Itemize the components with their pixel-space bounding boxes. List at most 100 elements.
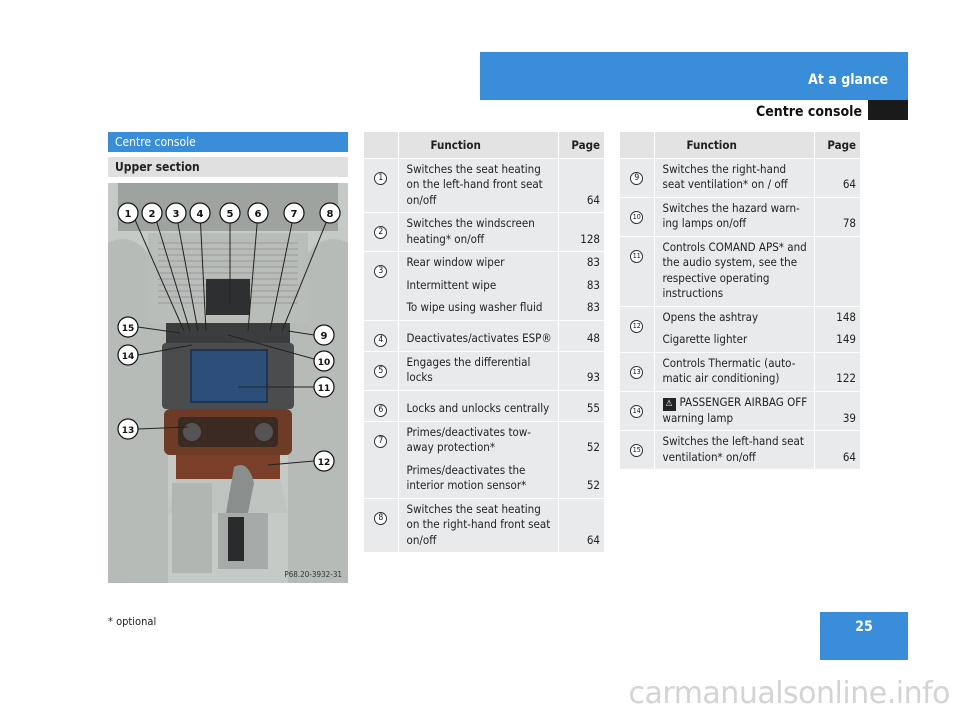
function-text: Switches the hazard warn-ing lamps on/of… <box>654 197 814 237</box>
page-ref: 52 <box>557 421 604 460</box>
row-number: 15 <box>620 430 655 470</box>
table-row: 5 Engages the differential locks 93 <box>364 351 604 391</box>
table-header-row: Function Page <box>620 132 860 159</box>
callout-label: 1 <box>125 209 132 220</box>
page-ref: 39 <box>813 391 860 431</box>
function-text: Opens the ashtray <box>654 306 814 329</box>
page-ref: 83 <box>557 297 604 321</box>
function-text: Switches the right-hand seat ventilation… <box>654 158 814 198</box>
page-number: 25 <box>820 612 908 660</box>
chapter-title: Centre console <box>755 104 862 120</box>
page-ref: 128 <box>557 212 604 252</box>
function-text: Switches the windscreen heating* on/off <box>398 212 558 252</box>
function-text: Switches the left-hand seat ventilation*… <box>654 430 814 470</box>
page-ref: 149 <box>813 329 860 353</box>
table-row: 13 Controls Thermatic (auto-matic air co… <box>620 352 860 392</box>
callout-label: 4 <box>197 209 204 220</box>
function-text: Rear window wiper <box>398 251 558 275</box>
table-row: 4 Deactivates/activates ESP® 48 <box>364 320 604 352</box>
function-text: Controls Thermatic (auto-matic air condi… <box>654 352 814 392</box>
table-row: 12 Opens the ashtray 148 <box>620 306 860 353</box>
function-text: PASSENGER AIRBAG OFF warning lamp <box>662 394 808 425</box>
function-text: To wipe using washer fluid <box>398 297 558 321</box>
page-ref: 83 <box>557 251 604 275</box>
table-row: Primes/deactivates the interior motion s… <box>364 459 604 499</box>
table-header-row: Function Page <box>364 132 604 159</box>
header-function: Function <box>654 132 814 159</box>
page-ref: 93 <box>557 351 604 391</box>
table-row: 11 Controls COMAND APS* and the audio sy… <box>620 236 860 307</box>
page-ref <box>813 236 860 307</box>
function-text: Primes/deactivates the interior motion s… <box>398 459 558 499</box>
callout-label: 5 <box>227 209 234 220</box>
row-number: 9 <box>620 158 655 198</box>
page-ref: 78 <box>813 197 860 237</box>
callout-label: 2 <box>149 209 156 220</box>
callout-label: 10 <box>318 358 331 368</box>
row-number: 5 <box>364 351 399 391</box>
function-cell: ⚠PASSENGER AIRBAG OFF warning lamp <box>654 391 814 431</box>
table-row: 7 Primes/deactivates tow-away protection… <box>364 421 604 499</box>
page-ref: 64 <box>557 498 604 553</box>
function-text: Locks and unlocks centrally <box>398 390 558 422</box>
watermark: carmanualsonline.info <box>628 676 951 711</box>
table-row: 14 ⚠PASSENGER AIRBAG OFF warning lamp 39 <box>620 391 860 431</box>
function-text: Switches the seat heating on the right-h… <box>398 498 558 553</box>
page-ref: 122 <box>813 352 860 392</box>
function-text: Engages the differential locks <box>398 351 558 391</box>
column-title: Centre console <box>108 132 348 152</box>
callout-label: 7 <box>291 209 298 220</box>
function-text: Primes/deactivates tow-away protection* <box>398 421 558 460</box>
row-number: 6 <box>364 390 399 422</box>
section-title: At a glance <box>808 72 888 88</box>
header-black-block <box>868 100 908 120</box>
callout-label: 8 <box>327 209 334 220</box>
page-ref: 64 <box>813 430 860 470</box>
photo-code: P68.20-3932-31 <box>284 570 342 579</box>
row-number: 3 <box>364 251 399 321</box>
header-num <box>620 132 655 159</box>
header-blue-band <box>480 52 908 100</box>
function-text: Controls COMAND APS* and the audio syste… <box>654 236 814 307</box>
header-function: Function <box>398 132 558 159</box>
page-ref: 148 <box>813 306 860 329</box>
page-ref: 83 <box>557 274 604 297</box>
row-number: 14 <box>620 391 655 431</box>
callout-label: 6 <box>255 209 262 220</box>
page-ref: 55 <box>557 390 604 422</box>
row-number: 8 <box>364 498 399 553</box>
row-number: 1 <box>364 158 399 213</box>
row-number: 2 <box>364 212 399 252</box>
table-row: 10 Switches the hazard warn-ing lamps on… <box>620 197 860 237</box>
function-text: Switches the seat heating on the left-ha… <box>398 158 558 213</box>
callout-label: 15 <box>122 324 135 334</box>
console-illustration: 1 2 3 4 5 6 7 8 9 10 11 12 13 14 15 <box>108 183 348 583</box>
page-ref: 64 <box>813 158 860 198</box>
function-text: Cigarette lighter <box>654 329 814 353</box>
function-table-1: Function Page 1 Switches the seat heatin… <box>364 132 604 553</box>
column-subtitle: Upper section <box>108 157 348 177</box>
callout-label: 3 <box>173 209 180 220</box>
callout-label: 9 <box>321 331 328 342</box>
function-text: Deactivates/activates ESP® <box>398 320 558 352</box>
passenger-airbag-off-icon: ⚠ <box>662 397 676 411</box>
callout-label: 12 <box>318 458 331 468</box>
function-text: Intermittent wipe <box>398 274 558 297</box>
page-ref: 52 <box>557 459 604 499</box>
header-page: Page <box>813 132 860 159</box>
table-row: 15 Switches the left-hand seat ventilati… <box>620 430 860 470</box>
table-row: To wipe using washer fluid 83 <box>364 297 604 321</box>
callout-label: 14 <box>122 352 135 362</box>
row-number: 4 <box>364 320 399 352</box>
callout-label: 13 <box>122 426 135 436</box>
table-row: 9 Switches the right-hand seat ventilati… <box>620 158 860 198</box>
footnote: * optional <box>108 615 157 628</box>
page-ref: 48 <box>557 320 604 352</box>
header-num <box>364 132 399 159</box>
table-row: 2 Switches the windscreen heating* on/of… <box>364 212 604 252</box>
row-number: 11 <box>620 236 655 307</box>
row-number: 12 <box>620 306 655 353</box>
centre-console-photo: 1 2 3 4 5 6 7 8 9 10 11 12 13 14 15 P68.… <box>108 183 348 583</box>
table-row: 8 Switches the seat heating on the right… <box>364 498 604 553</box>
table-row: 6 Locks and unlocks centrally 55 <box>364 390 604 422</box>
